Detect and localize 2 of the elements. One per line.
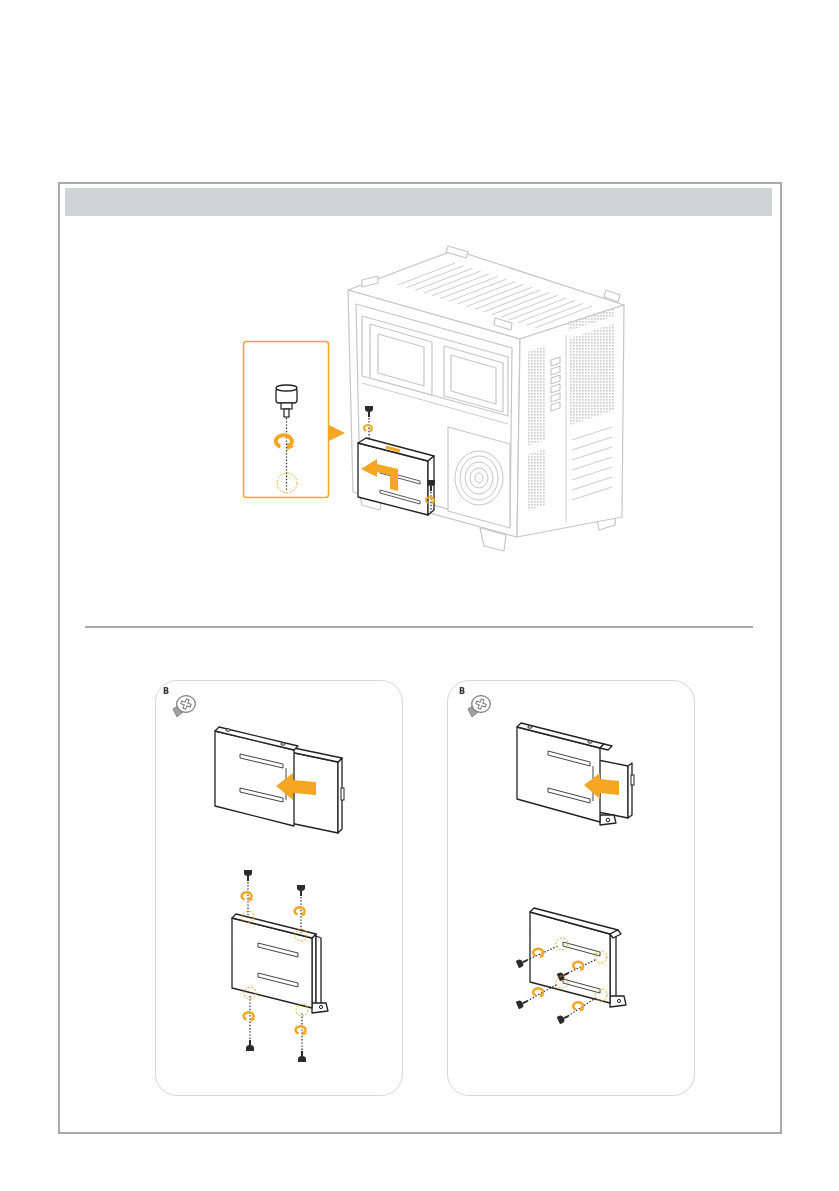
screw-type-label: B (459, 687, 466, 696)
screw-type-label: B (163, 687, 170, 696)
